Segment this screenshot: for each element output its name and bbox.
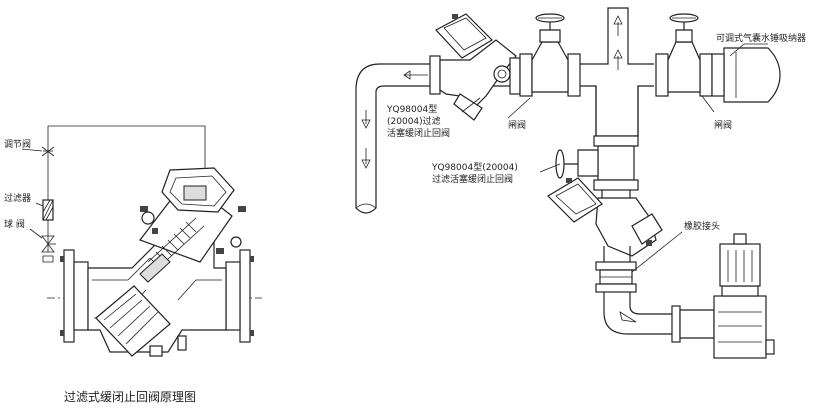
label-gate-valve-left: 闸阀 (508, 120, 526, 131)
regulating-valve-icon (41, 146, 55, 157)
label-regulating-valve: 调节阀 (4, 139, 31, 150)
valve-bonnet (139, 167, 246, 263)
label-gate-valve-right: 闸阀 (714, 120, 732, 131)
label-rubber-joint: 橡胶接头 (684, 220, 720, 232)
valve-disc (139, 253, 171, 283)
flow-arrows-left (361, 70, 428, 169)
top-check-valve (429, 13, 521, 121)
inlet-flange (60, 249, 89, 343)
label-valve-mid-model: YQ98004型(20004) (431, 162, 518, 173)
pump-outlet-installation-diagram: 可调式气囊水锤吸纳器 YQ98004型 (20004)过滤 活塞缓闭止回阀 闸阀… (355, 7, 806, 359)
label-valve-top-line2: (20004)过滤 (387, 115, 441, 127)
label-valve-mid-line2: 过滤活塞缓闭止回阀 (432, 173, 513, 185)
outlet-flange (225, 249, 254, 343)
pump-icon (671, 233, 775, 359)
rubber-joint (595, 261, 637, 293)
gate-valve-top-right (655, 13, 713, 97)
caption: 过滤式缓闭止回阀原理图 (64, 390, 196, 404)
label-adjustable-airbag: 可调式气囊水锤吸纳器 (716, 32, 806, 44)
gate-valve-top-left (519, 13, 581, 97)
label-filter: 过滤器 (4, 192, 31, 204)
label-ball-valve: 球 阀 (4, 218, 25, 230)
middle-check-valve (547, 177, 663, 257)
airbag-water-hammer-absorber (711, 47, 781, 103)
ball-valve-icon (41, 235, 56, 253)
filter-chamber (95, 285, 187, 357)
control-line (47, 125, 206, 252)
label-valve-top-line3: 活塞缓闭止回阀 (387, 127, 450, 139)
label-valve-top-model: YQ98004型 (386, 104, 437, 115)
left-bend-pipe (355, 63, 432, 214)
filter-slow-closing-check-valve-principle-diagram: 调节阀 过滤器 球 阀 过滤式缓闭止回阀原理图 (4, 125, 262, 404)
